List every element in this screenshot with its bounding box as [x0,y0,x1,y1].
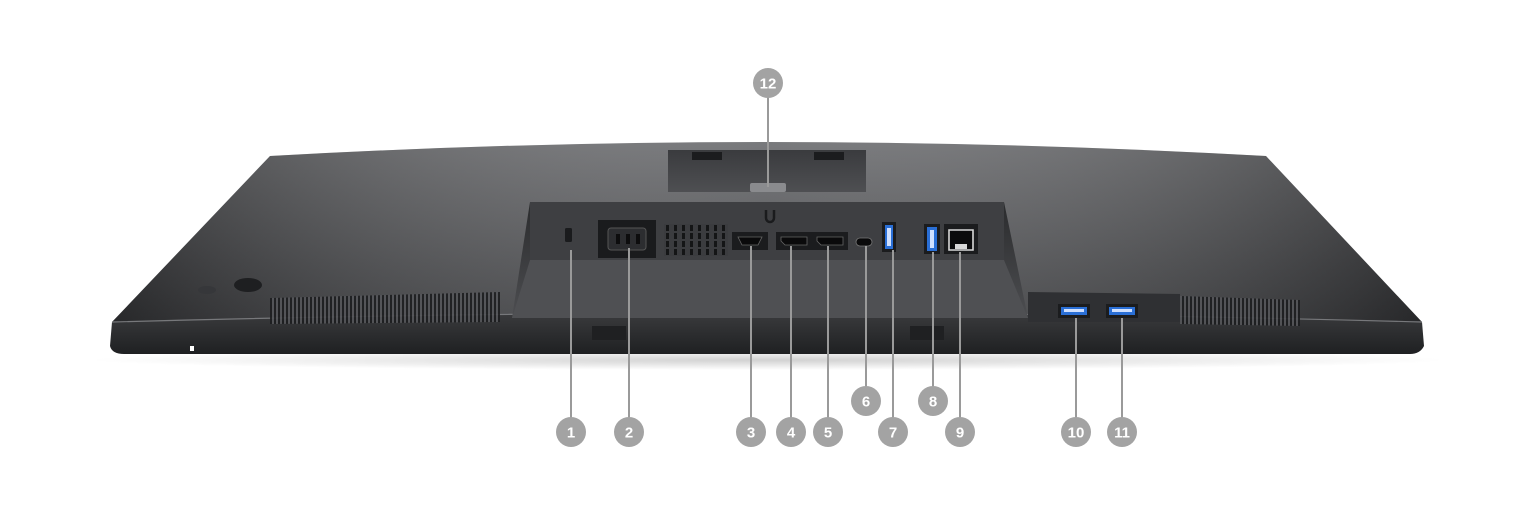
recess-floor [512,260,1028,318]
callout-number-4: 4 [787,425,796,442]
cable-hook [764,210,776,224]
floor-shadow [88,350,1448,370]
callout-badge-12 [753,68,783,98]
callout-number-3: 3 [747,425,755,442]
callout-badge-4 [776,417,806,447]
callout-badge-3 [736,417,766,447]
callout-badge-2 [614,417,644,447]
power-button [198,286,216,294]
callout-badge-10 [1061,417,1091,447]
monitor-front-edge [110,313,1424,354]
vent-right [1180,296,1300,326]
stand-clip-left [692,152,722,160]
callout-badge-11 [1107,417,1137,447]
security-lock-slot [565,228,572,242]
callout-number-7: 7 [889,425,897,442]
foot-tab-right [910,326,944,340]
callout-number-6: 6 [862,394,870,411]
panel-vents [664,224,728,256]
callout-number-5: 5 [824,425,832,442]
usb-type-c-port [855,237,873,247]
callout-number-11: 11 [1114,425,1130,442]
callout-badge-5 [813,417,843,447]
stand-clip-right [814,152,844,160]
joystick [234,278,262,292]
callout-badge-7 [878,417,908,447]
callout-badge-6 [851,386,881,416]
stand-release-button [750,183,786,192]
callout-number-1: 1 [567,425,575,442]
front-usb-panel [1028,292,1180,322]
callout-badge-1 [556,417,586,447]
callout-number-2: 2 [625,425,633,442]
callout-number-8: 8 [929,394,937,411]
callout-badge-8 [918,386,948,416]
callout-number-12: 12 [760,76,777,93]
callout-number-9: 9 [956,425,964,442]
callout-badge-9 [945,417,975,447]
power-led [190,346,194,351]
vent-left [270,292,500,324]
foot-tab-left [592,326,626,340]
callout-number-10: 10 [1068,425,1085,442]
